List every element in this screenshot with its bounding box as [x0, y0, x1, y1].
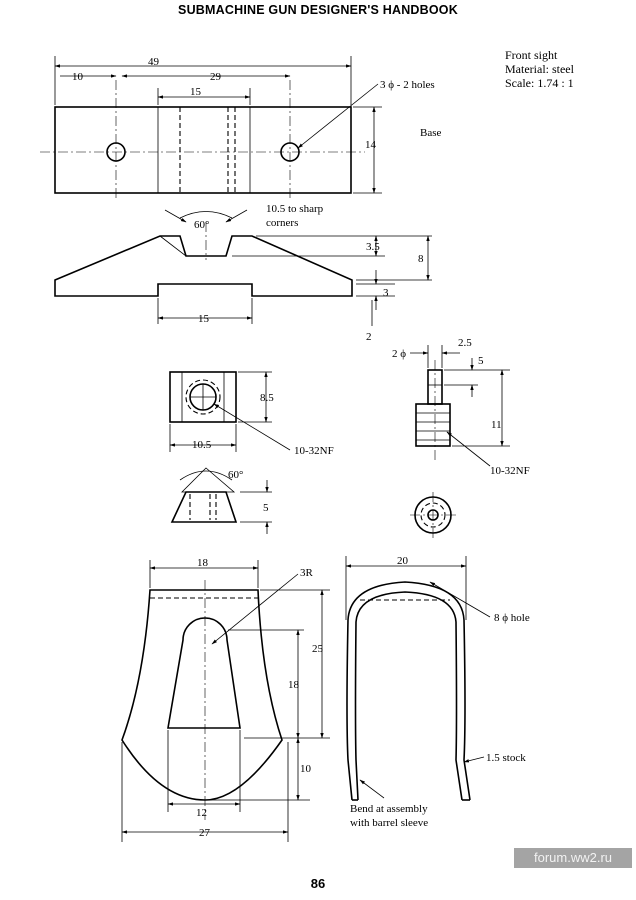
page-header: SUBMACHINE GUN DESIGNER'S HANDBOOK: [178, 3, 458, 17]
dim-3: 3: [383, 287, 389, 299]
hole-leader: [429, 581, 491, 618]
guard-dim-25: 25: [312, 643, 324, 655]
u-outer: [346, 581, 471, 801]
dim-49: 49: [148, 56, 160, 68]
dim-2: 2: [366, 331, 372, 343]
guard-front-view: 18 3R 25 18 10 12 27: [121, 557, 330, 842]
guard-hole-note: 8 ϕ hole: [494, 612, 530, 624]
stock-leader: [463, 756, 485, 763]
dim-8: 8: [418, 253, 424, 265]
bend-note-2: with barrel sleeve: [350, 817, 428, 829]
angle-arc: [179, 211, 233, 219]
thread-leader: [213, 403, 291, 451]
guard-dim-27: 27: [199, 827, 211, 839]
guard-radius: 3R: [300, 567, 314, 579]
guard-dim-10: 10: [300, 763, 312, 775]
blade-dim-5: 5: [263, 502, 269, 514]
part-material: Material: steel: [505, 62, 574, 76]
dim-8-5: 8.5: [260, 392, 274, 404]
guard-dim-18: 18: [288, 679, 300, 691]
guard-outline: [121, 589, 283, 801]
sight-post-view: 2 ϕ 2.5 5 11 10-32NF: [392, 337, 530, 538]
blade-angle-arc: [179, 470, 233, 481]
guard-stock-note: 1.5 stock: [486, 752, 526, 764]
post-thread-note: 10-32NF: [490, 465, 530, 477]
post-thread-leader: [446, 431, 491, 467]
block-outline: [169, 371, 237, 423]
blade-angle: 60°: [228, 469, 243, 481]
dim-15b: 15: [198, 313, 210, 325]
sight-blade-view: 60° 5: [170, 467, 272, 534]
dim-10: 10: [72, 71, 84, 83]
dim-14: 14: [365, 139, 377, 151]
base-outline: [54, 106, 352, 194]
base-top-view: 49 10 29 15 14 3 ϕ - 2 holes Base: [40, 56, 442, 200]
base-profile-outline: [54, 235, 353, 297]
post-dim-2-5: 2.5: [458, 337, 472, 349]
blade-outline: [170, 491, 238, 523]
base-profile-view: 60° 10.5 to sharp corners 3.5 8 3 2 15: [54, 203, 432, 343]
page-number: 86: [310, 876, 326, 891]
dim-3-5: 3.5: [366, 241, 380, 253]
mounting-hole: [280, 142, 300, 162]
post-dim-11: 11: [491, 419, 502, 431]
u-inner: [354, 591, 463, 801]
dim-10-5: 10.5: [192, 439, 212, 451]
corner-note-1: 10.5 to sharp: [266, 203, 324, 215]
sight-block-view: 8.5 10.5 10-32NF: [169, 371, 334, 457]
part-name: Front sight: [505, 48, 558, 62]
guard-dim-20: 20: [397, 555, 409, 567]
holes-leader: [297, 83, 379, 149]
watermark: forum.ww2.ru: [514, 848, 632, 868]
holes-note: 3 ϕ - 2 holes: [380, 79, 435, 91]
dim-29: 29: [210, 71, 222, 83]
guard-dim-12: 12: [196, 807, 207, 819]
guard-side-view: 20 8 ϕ hole 1.5 stock Bend at assembly w…: [345, 555, 530, 829]
dim-15: 15: [190, 86, 202, 98]
corner-note-2: corners: [266, 217, 298, 229]
guard-window: [167, 617, 241, 729]
post-dim-5: 5: [478, 355, 484, 367]
angle-60: 60°: [194, 219, 209, 231]
post-dim-diameter: 2 ϕ: [392, 348, 406, 360]
post-thread-body: [415, 403, 451, 447]
bend-note-1: Bend at assembly: [350, 803, 428, 815]
post-end-thread: [420, 502, 446, 528]
part-info: Front sight Material: steel Scale: 1.74 …: [505, 48, 574, 90]
thread-note-block: 10-32NF: [294, 445, 334, 457]
mounting-hole: [106, 142, 126, 162]
guard-dim-18-top: 18: [197, 557, 209, 569]
radius-leader: [211, 573, 299, 645]
thread-circle: [185, 379, 221, 415]
base-label: Base: [420, 127, 442, 139]
bend-leader: [359, 779, 385, 799]
part-scale: Scale: 1.74 : 1: [505, 76, 574, 90]
